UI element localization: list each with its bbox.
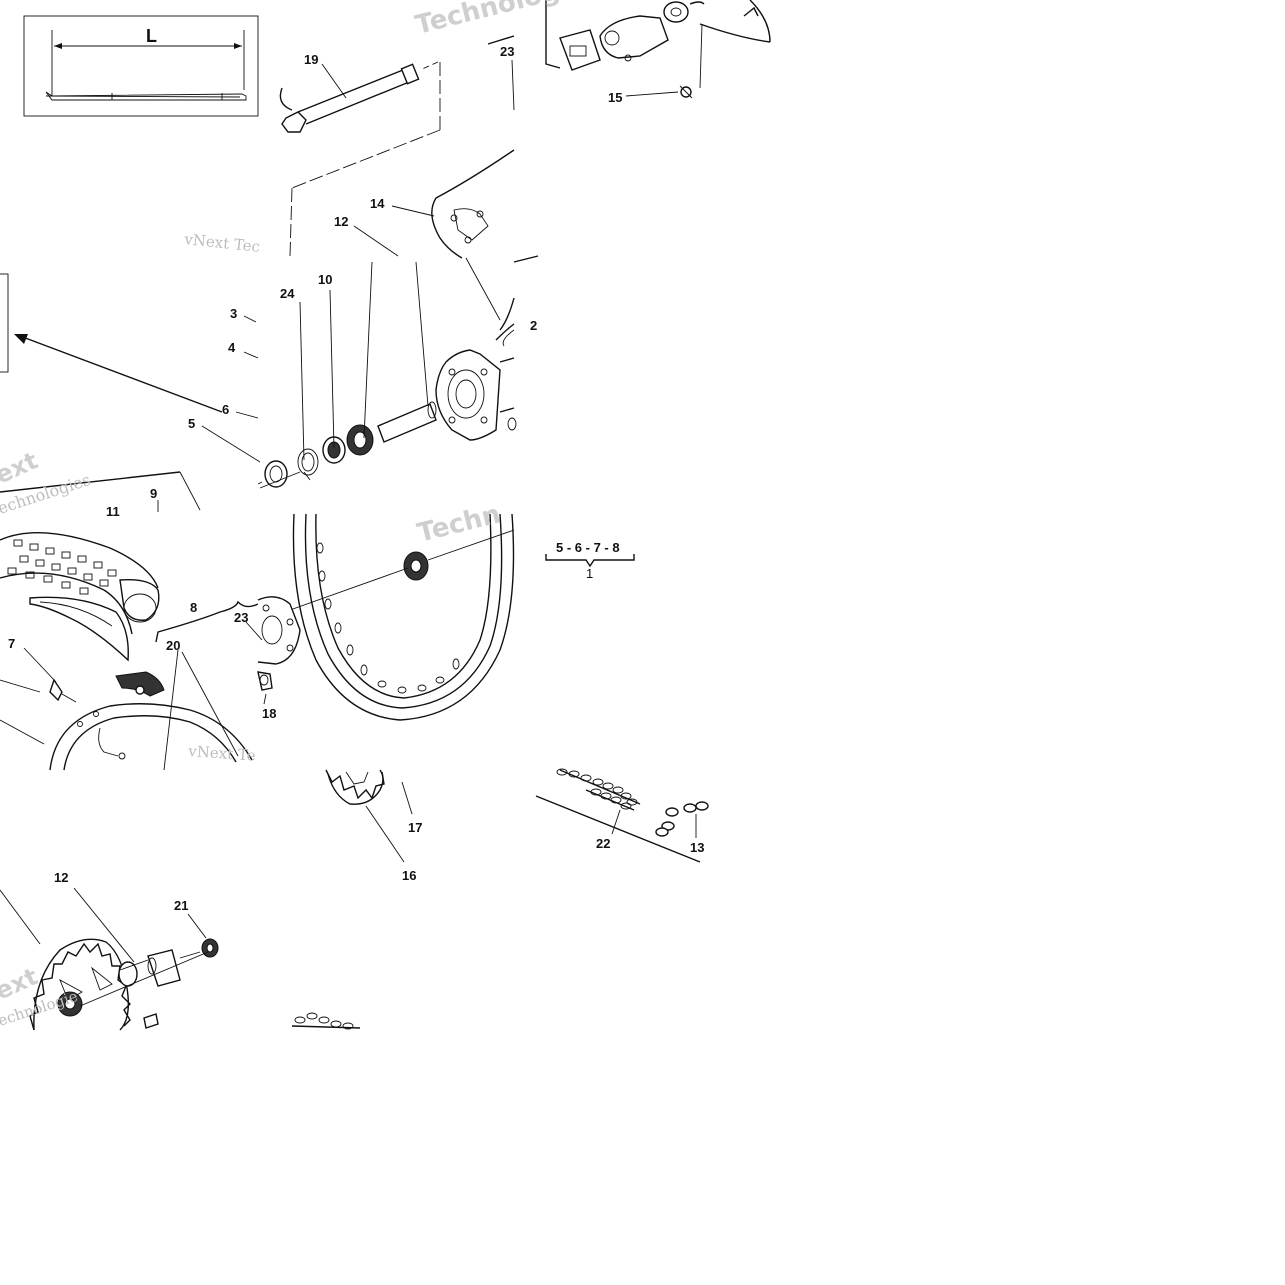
callout-18: 18 bbox=[262, 706, 276, 721]
group-assembly-label: 1 bbox=[586, 566, 593, 581]
watermark-tech-top: Technolog bbox=[412, 0, 562, 41]
watermarks: Technolog vNext Tec ext echnologies Tech… bbox=[0, 0, 563, 1030]
watermark-short: vNext Tec bbox=[183, 230, 261, 256]
rear-hub bbox=[435, 255, 539, 441]
callout-11: 11 bbox=[106, 504, 120, 519]
callout-22: 22 bbox=[596, 836, 610, 851]
brake-disc bbox=[431, 149, 515, 259]
callout-12-bottom: 12 bbox=[54, 870, 68, 885]
group-brace: 5 - 6 - 7 - 8 1 bbox=[545, 540, 635, 581]
callout-16: 16 bbox=[402, 868, 416, 883]
callout-15: 15 bbox=[608, 90, 622, 105]
group-parts-label: 5 - 6 - 7 - 8 bbox=[556, 540, 620, 555]
chain-segment bbox=[291, 1012, 361, 1030]
rim-band bbox=[49, 600, 259, 703]
callout-7: 7 bbox=[8, 636, 15, 651]
axle bbox=[279, 61, 441, 257]
leader-lines bbox=[23, 63, 679, 771]
callout-13: 13 bbox=[690, 840, 704, 855]
drive-chain bbox=[535, 768, 709, 863]
callout-3: 3 bbox=[230, 306, 237, 321]
left-rim bbox=[0, 679, 253, 771]
sprocket-lower bbox=[0, 887, 219, 1031]
axle-dimension-box: L bbox=[23, 15, 259, 117]
callout-14: 14 bbox=[370, 196, 385, 211]
callout-5: 5 bbox=[188, 416, 195, 431]
spoked-rim bbox=[261, 513, 515, 721]
callout-12-top: 12 bbox=[334, 214, 348, 229]
callout-20: 20 bbox=[166, 638, 180, 653]
callout-10: 10 bbox=[318, 272, 332, 287]
callout-23-top: 23 bbox=[500, 44, 514, 59]
callout-4: 4 bbox=[228, 340, 236, 355]
sprocket-upper bbox=[325, 769, 413, 863]
callout-24: 24 bbox=[280, 286, 295, 301]
hub-flange bbox=[257, 596, 301, 691]
watermark-brand-mid: vNext Te bbox=[187, 742, 257, 765]
tire-and-tube bbox=[0, 471, 201, 662]
dimension-label: L bbox=[146, 26, 157, 46]
callout-21: 21 bbox=[174, 898, 188, 913]
callout-9: 9 bbox=[150, 486, 157, 501]
callout-6: 6 bbox=[222, 402, 229, 417]
callout-8: 8 bbox=[190, 600, 197, 615]
callout-23-mid: 23 bbox=[234, 610, 248, 625]
reference-arrow bbox=[0, 273, 223, 413]
callout-2: 2 bbox=[530, 318, 537, 333]
watermark-ext-left: ext bbox=[0, 446, 42, 489]
callout-19: 19 bbox=[304, 52, 318, 67]
callout-17: 17 bbox=[408, 820, 422, 835]
chain-adjuster bbox=[487, 0, 771, 111]
bearing-stack bbox=[257, 401, 437, 489]
callout-labels: 19 23 15 14 12 2 3 24 10 4 6 5 9 11 8 7 … bbox=[8, 44, 704, 913]
